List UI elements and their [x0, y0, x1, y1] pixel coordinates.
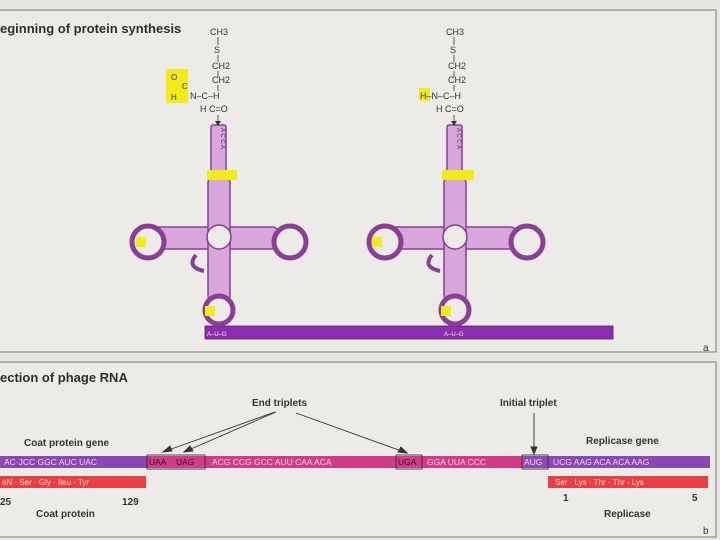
trna-left-t-loop: [271, 223, 309, 261]
right-hco: H C=O: [436, 104, 464, 114]
highlight-right-anticodon: [441, 306, 451, 316]
rna-segment-middle: [148, 456, 524, 468]
left-formyl-o: O: [171, 73, 177, 82]
replicase-label: Replicase: [604, 509, 651, 520]
highlight-left-stem: [207, 170, 237, 180]
trna-right-center: [442, 224, 468, 250]
panel-a-frame: [0, 9, 717, 353]
highlight-right-dloop: [372, 237, 382, 247]
end-triplets-label: End triplets: [252, 398, 307, 409]
trna-left: A C C A A–U–G: [129, 124, 309, 338]
initial-triplet-arrow: [530, 413, 538, 456]
start-codon: AUG: [524, 457, 542, 467]
acceptor-stem-right-label: A C C A: [455, 128, 461, 149]
h-highlight: [419, 88, 430, 101]
highlight-right-stem: [442, 170, 474, 180]
left-formyl-c: C: [182, 82, 188, 91]
num-1: 1: [563, 493, 569, 504]
rna-middle2-codons: GGA UUA CCC: [427, 457, 486, 467]
num-5: 5: [692, 493, 698, 504]
trna-right: A C C A A–U–G: [366, 124, 546, 338]
left-hco: H C=O: [200, 104, 228, 114]
stop-codon-box-1: [146, 454, 206, 470]
right-ch2-1: CH2: [448, 61, 466, 71]
left-nch: N–C–H: [190, 91, 220, 101]
left-s: S: [214, 45, 220, 55]
trna-right-variable-loop: [426, 253, 441, 273]
stop-codon-1: UAA: [149, 457, 167, 467]
right-ch2-2: CH2: [448, 75, 466, 85]
right-s: S: [450, 45, 456, 55]
panel-b-label: b: [703, 526, 709, 537]
rna-middle-codons: ACG CCG GCC AUU CAA ACA: [212, 457, 332, 467]
rna-strand: AC·JCC GGC AUC UAC UAA UAG ACG CCG GCC A…: [0, 454, 710, 470]
rna-segment-left: [0, 456, 148, 468]
left-ch2-2: CH2: [212, 75, 230, 85]
panel-b-title: ection of phage RNA: [0, 370, 128, 385]
num-129: 129: [122, 497, 139, 508]
rna-right-codons: UCG AAG ACA ACA AAG: [553, 457, 649, 467]
panel-a-title: eginning of protein synthesis: [0, 21, 181, 36]
coat-protein-label: Coat protein: [36, 509, 95, 520]
highlight-left-anticodon: [205, 306, 215, 316]
stop-codon-2: UAG: [176, 457, 194, 467]
stop-codon-box-3: [395, 454, 423, 470]
left-ch2-1: CH2: [212, 61, 230, 71]
end-triplet-arrows: [161, 411, 409, 454]
formyl-highlight: [166, 69, 188, 103]
replicase-aa: Ser · Lys · Thr · Thr · Lys: [555, 478, 644, 487]
right-nch: H–N–C–H: [420, 91, 461, 101]
trna-right-d-loop: [366, 223, 404, 261]
num-125: 25: [0, 497, 12, 508]
stop-codon-3: UGA: [398, 457, 417, 467]
panel-b-frame: [0, 361, 717, 538]
anticodon-right: A–U–G: [444, 332, 464, 338]
left-ch3: CH3: [210, 27, 228, 37]
replicase-gene-label: Replicase gene: [586, 436, 659, 447]
amino-acid-right: CH3 S CH2 CH2 H–N–C–H H C=O: [419, 27, 466, 126]
rna-segment-right: [524, 456, 710, 468]
trna-left-d-loop: [129, 223, 167, 261]
right-ch3: CH3: [446, 27, 464, 37]
coat-protein-bar: [0, 476, 146, 488]
rna-left-codons: AC·JCC GGC AUC UAC: [4, 457, 97, 467]
replicase-bar: [548, 476, 708, 488]
start-codon-box: [521, 454, 549, 470]
mrna-bar: [204, 325, 614, 340]
trna-left-variable-loop: [190, 253, 205, 273]
amino-acid-left: CH3 S CH2 CH2 O C H N–C–H H C=O: [166, 27, 230, 126]
trna-right-t-loop: [508, 223, 546, 261]
acceptor-stem-left-label: A C C A: [219, 128, 225, 149]
highlight-left-dloop: [136, 237, 146, 247]
coat-gene-label: Coat protein gene: [24, 438, 109, 449]
initial-triplet-label: Initial triplet: [500, 398, 557, 409]
coat-protein-aa: aN · Ser · Gly · Ileu · Tyr: [2, 478, 89, 487]
anticodon-left: A–U–G: [207, 332, 227, 338]
panel-a-label: a: [703, 343, 709, 354]
trna-left-center: [206, 224, 232, 250]
left-formyl-h: H: [171, 93, 177, 102]
